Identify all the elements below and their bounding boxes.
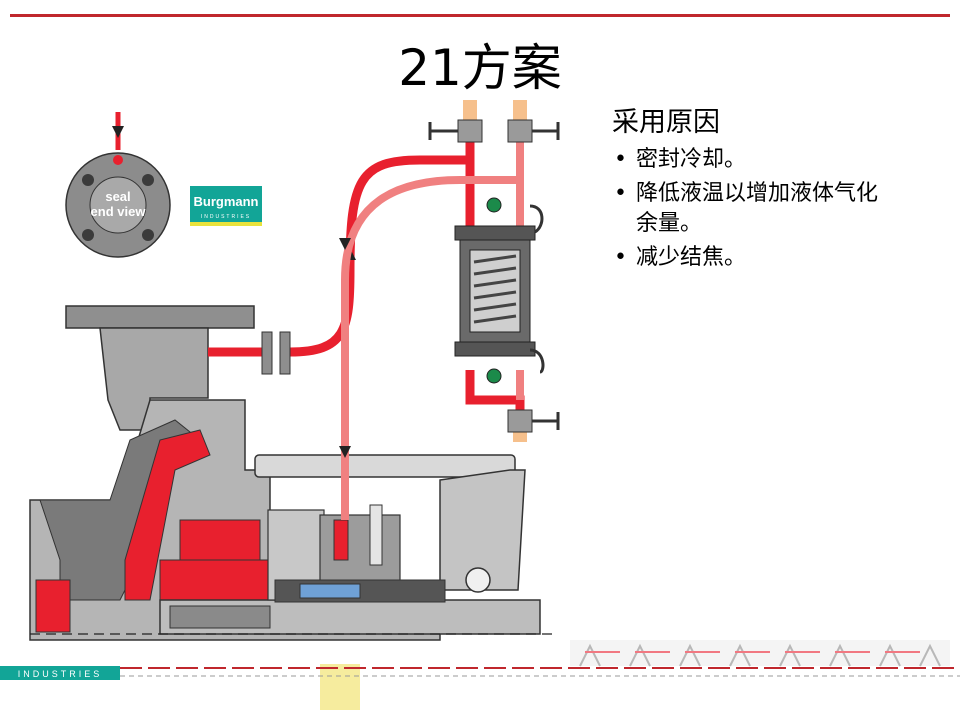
seal-view-label: end view (91, 204, 147, 219)
reasons-panel: 采用原因 • 密封冷却。 • 降低液温以增加液体气化余量。 • 减少结焦。 (612, 100, 952, 277)
footer-logo: INDUSTRIES (18, 669, 103, 679)
brand-tagline: INDUSTRIES (201, 214, 251, 220)
drain-valve (507, 409, 560, 433)
seal-view-label: seal (105, 189, 130, 204)
reason-text: 余量。 (636, 211, 703, 236)
plan-21-diagram: seal end view Burgmann INDUSTRIES INDUST… (0, 100, 960, 710)
pump-casing (29, 305, 541, 641)
reason-text: 降低液温以增加液体气化 (636, 181, 879, 206)
reasons-heading: 采用原因 (612, 107, 720, 138)
reason-item: • 密封冷却。 (612, 145, 952, 175)
bullet-icon: • (614, 147, 627, 172)
slide-title: 21方案 (398, 39, 562, 97)
seal-end-view: seal end view (65, 112, 171, 258)
burgmann-logo: Burgmann INDUSTRIES (190, 186, 262, 226)
reason-item: • 降低液温以增加液体气化余量。 (612, 179, 952, 239)
heat-exchanger (454, 197, 545, 384)
bullet-icon: • (614, 245, 627, 270)
brand-logo-text: Burgmann (194, 194, 259, 209)
vent-valve (428, 119, 483, 143)
top-rule (10, 14, 950, 17)
reasons-list: • 密封冷却。 • 降低液温以增加液体气化余量。 • 减少结焦。 (612, 145, 952, 273)
footer-strip: INDUSTRIES (0, 640, 960, 710)
reason-item: • 减少结焦。 (612, 243, 952, 273)
vent-valve (507, 119, 560, 143)
bullet-icon: • (614, 181, 627, 206)
reason-text: 密封冷却。 (636, 147, 747, 172)
seal-chamber (267, 504, 491, 603)
reason-text: 减少结焦。 (636, 245, 747, 270)
